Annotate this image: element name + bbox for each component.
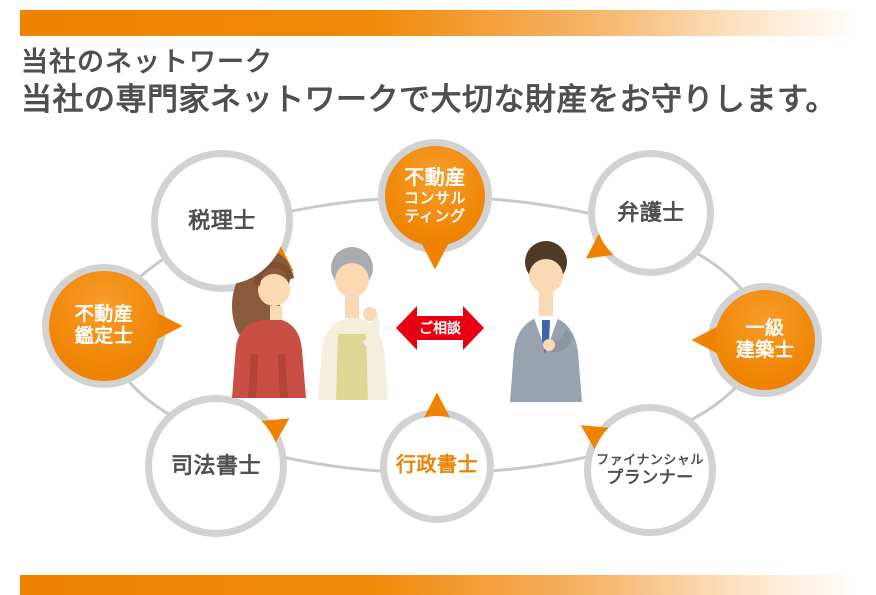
speech-tail-icon bbox=[421, 242, 449, 270]
clients-illustration bbox=[232, 247, 388, 400]
node-administrative-scrivener: 行政書士 bbox=[380, 392, 494, 523]
node-body: 司法書士 bbox=[152, 402, 280, 530]
node-label-line: 一級 bbox=[745, 317, 785, 339]
node-label-line: プランナー bbox=[606, 467, 694, 487]
node-label-line: 不動産 bbox=[404, 166, 466, 189]
node-first-class-architect: 一級建築士 bbox=[691, 283, 822, 397]
node-financial-planner: ファイナンシャルプランナー bbox=[573, 404, 716, 536]
consultant-illustration bbox=[510, 241, 582, 402]
node-label-line: 不動産 bbox=[74, 303, 134, 325]
node-body: 弁護士 bbox=[595, 157, 707, 269]
node-label-line: 税理士 bbox=[188, 208, 256, 234]
node-body: 行政書士 bbox=[387, 416, 487, 516]
page-title: 当社のネットワーク bbox=[21, 47, 273, 77]
node-label-line: 行政書士 bbox=[396, 454, 478, 477]
node-lawyer: 弁護士 bbox=[577, 150, 714, 276]
node-label-line: ティング bbox=[404, 207, 466, 225]
node-body: 税理士 bbox=[158, 157, 286, 285]
node-label-line: 建築士 bbox=[735, 340, 795, 361]
node-label-line: コンサル bbox=[403, 190, 466, 208]
people-illustration bbox=[232, 241, 582, 402]
speech-tail-icon bbox=[155, 312, 183, 340]
top-accent-bar bbox=[20, 10, 858, 36]
page-subtitle: 当社の専門家ネットワークで大切な財産をお守りします。 bbox=[21, 82, 837, 117]
consultation-arrow-label: ご相談 bbox=[419, 320, 462, 336]
node-real-estate-appraiser: 不動産鑑定士 bbox=[42, 264, 183, 388]
node-label-line: 鑑定士 bbox=[74, 326, 134, 347]
node-body: 不動産コンサルティング bbox=[385, 146, 485, 246]
node-label-line: ファイナンシャル bbox=[596, 452, 704, 468]
node-judicial-scrivener: 司法書士 bbox=[145, 395, 298, 537]
node-real-estate-consulting: 不動産コンサルティング bbox=[378, 139, 492, 270]
node-body: ファイナンシャルプランナー bbox=[591, 411, 709, 529]
node-label-line: 弁護士 bbox=[617, 200, 685, 226]
bottom-accent-bar bbox=[20, 575, 858, 595]
double-arrow-icon bbox=[396, 306, 484, 350]
node-label-line: 司法書士 bbox=[170, 453, 261, 479]
consultation-arrow: ご相談 bbox=[394, 302, 486, 354]
node-body: 一級建築士 bbox=[715, 290, 815, 390]
node-body: 不動産鑑定士 bbox=[49, 271, 159, 381]
